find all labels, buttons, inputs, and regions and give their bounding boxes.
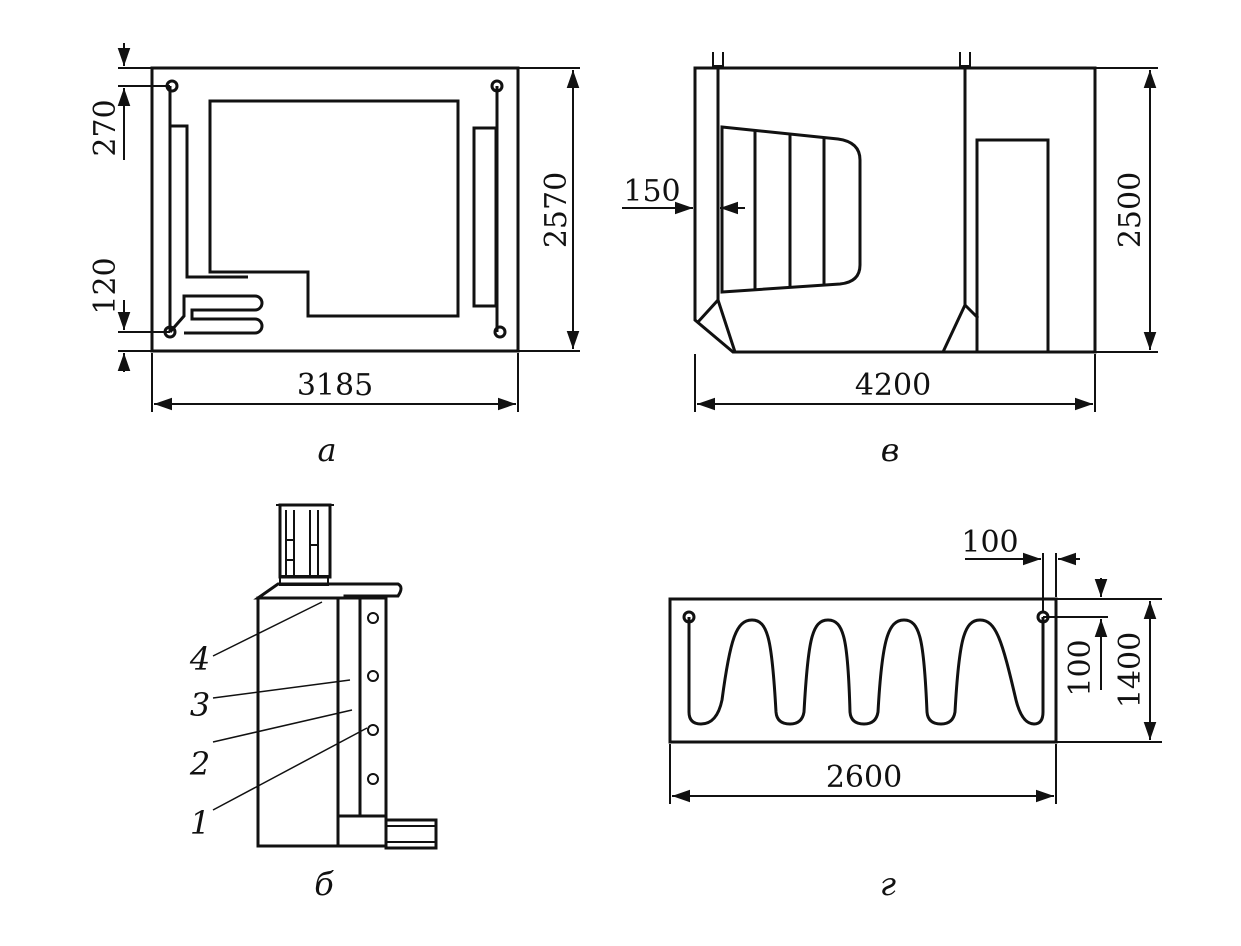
- panel-a-heater-area: [208, 99, 460, 318]
- terminal-icon: [490, 79, 504, 93]
- panel-a-right-strip: [472, 126, 498, 308]
- dim-height-a: 2570: [539, 172, 574, 248]
- dim-line-side-offset-g: [965, 553, 1080, 612]
- panel-v-right-wire: [941, 68, 980, 353]
- dim-width-a: 3185: [297, 368, 373, 403]
- panel-a-left-strip: [168, 86, 248, 332]
- caption-b: б: [314, 865, 334, 903]
- panel-a-serpentine: [168, 294, 264, 335]
- panel-g-serpentine: [687, 617, 1045, 726]
- panel-v-left-wire: [696, 68, 737, 353]
- panel-b: 4 3 2 1 б: [189, 503, 438, 903]
- panel-v-heater-ribs: [753, 131, 826, 289]
- panel-g: 2600 1400 100 100 г: [668, 525, 1162, 903]
- dim-line-width-v: [694, 354, 1096, 412]
- caption-v: в: [881, 431, 900, 469]
- panel-v-outline: [693, 66, 1097, 354]
- dim-line-height-a: [518, 67, 580, 352]
- panel-b-outlet: [384, 818, 438, 850]
- dim-line-offsets-a: [118, 43, 170, 372]
- panel-v-left-hook: [712, 52, 724, 67]
- label-4: 4: [189, 640, 210, 678]
- caption-g: г: [880, 865, 896, 903]
- pipe-icon: [367, 773, 379, 785]
- dim-bottom-offset-a: 120: [88, 257, 123, 314]
- dim-line-height-v: [1095, 67, 1158, 353]
- panel-g-outline: [668, 597, 1058, 744]
- panel-v-right-hook: [959, 52, 971, 67]
- panel-b-chimney: [276, 503, 334, 579]
- dim-inset-v: 150: [623, 174, 680, 209]
- dim-height-v: 2500: [1113, 172, 1148, 248]
- dim-line-height-g: [1056, 598, 1162, 743]
- dim-width-v: 4200: [855, 368, 931, 403]
- panel-b-insulation-layer: [336, 596, 362, 818]
- dim-side-offset-g: 100: [961, 525, 1018, 560]
- dim-top-offset-g: 100: [1063, 639, 1098, 696]
- panel-b-floor: [338, 814, 388, 848]
- pipe-icon: [367, 724, 379, 736]
- panel-b-roof-slab: [253, 582, 403, 600]
- dim-line-width-g: [669, 744, 1057, 804]
- dim-width-g: 2600: [826, 760, 902, 795]
- label-3: 3: [190, 686, 210, 724]
- pipe-icon: [367, 670, 379, 682]
- terminal-icon: [493, 325, 507, 339]
- panel-b-leaders: [212, 601, 368, 811]
- panel-b-insulation-cap: [279, 575, 329, 586]
- panel-a: 3185 2570 270 120 а: [88, 43, 580, 469]
- dim-height-g: 1400: [1113, 632, 1148, 708]
- label-2: 2: [189, 745, 210, 783]
- caption-a: а: [317, 431, 336, 469]
- terminal-icon: [682, 610, 696, 624]
- pipe-icon: [367, 612, 379, 624]
- dim-top-offset-a: 270: [88, 99, 123, 156]
- panel-a-outline: [150, 66, 520, 353]
- label-1: 1: [190, 804, 210, 842]
- dim-line-width-a: [151, 353, 519, 412]
- panel-v-heater-trapezoid: [720, 125, 862, 294]
- panel-v: 4200 2500 150 в: [622, 52, 1158, 469]
- panel-v-door-opening: [975, 138, 1050, 354]
